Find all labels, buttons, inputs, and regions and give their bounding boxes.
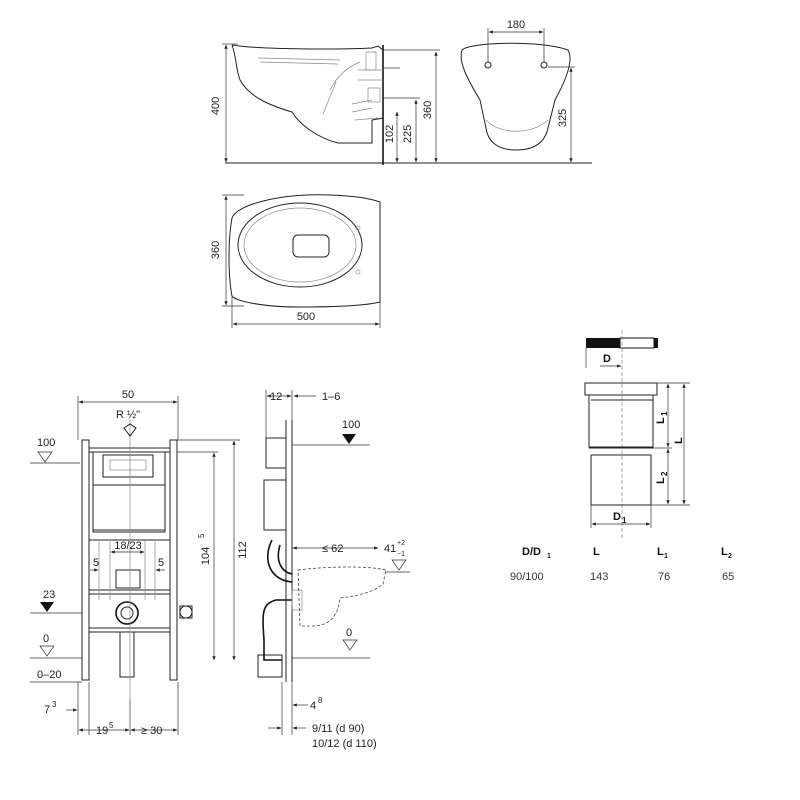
dim-5-left: 5	[93, 557, 99, 569]
frame-width-50: 50	[122, 389, 134, 401]
table-header-l: L	[593, 546, 600, 558]
dim-360-label: 360	[422, 101, 434, 119]
table-cell-l: 143	[590, 571, 608, 583]
label-L: L	[673, 437, 685, 444]
dim-400-label: 400	[210, 97, 222, 115]
pipe-fitting-drawing: D D 1 L 1 L 2 L	[584, 330, 690, 540]
dim-30-label: ≥ 30	[141, 725, 162, 737]
dim-12-label: 12	[270, 391, 282, 403]
level-100-label: 100	[37, 437, 55, 449]
installation-frame-side: 12 1–6 100 ≤ 62 41 +2 −1 0 4 8 9/11 (d 9…	[257, 390, 410, 750]
dim-4-superscript: 8	[318, 696, 323, 705]
side-level-100-label: 100	[342, 419, 360, 431]
label-L2: L	[655, 477, 667, 484]
table-cell-l2: 65	[722, 571, 734, 583]
range-0-20-label: 0–20	[37, 669, 61, 681]
dim-41-subscript: −1	[397, 551, 405, 558]
installation-frame-front: 50 R ½" 100 112 104 5 18/23 5 5 23 0 0–2…	[30, 389, 249, 737]
table-header-d-d1: D/D	[522, 546, 541, 558]
label-D1-sub: 1	[622, 516, 627, 525]
dim-5-right: 5	[158, 557, 164, 569]
spec-table: D/D 1 L L 1 L 2 90/100 143 76 65	[510, 546, 734, 583]
label-L2-sub: 2	[660, 471, 669, 476]
dim-62-label: ≤ 62	[322, 543, 343, 555]
level-0-label: 0	[43, 633, 49, 645]
toilet-front-view: 180 325	[460, 19, 575, 163]
spacing-18-23-label: 18/23	[114, 540, 142, 552]
dim-1-6-label: 1–6	[322, 391, 340, 403]
note-line-1: 9/11 (d 90)	[312, 723, 364, 735]
dim-102-label: 102	[384, 125, 396, 143]
label-L1-sub: 1	[660, 411, 669, 416]
level-23-label: 23	[43, 589, 55, 601]
dim-325-label: 325	[557, 109, 569, 127]
label-D: D	[603, 353, 611, 365]
label-L1: L	[655, 417, 667, 424]
height-104-label: 104	[200, 547, 212, 565]
supply-r-half-label: R ½"	[116, 409, 140, 421]
dim-500-label: 500	[297, 311, 315, 323]
dim-19-label: 19	[96, 725, 108, 737]
dim-7-label: 7	[44, 704, 50, 716]
dim-4-label: 4	[310, 700, 316, 712]
table-header-l1: L	[657, 546, 664, 558]
height-104-superscript: 5	[197, 533, 206, 538]
dim-19-superscript: 5	[109, 721, 114, 730]
dim-7-superscript: 3	[52, 700, 57, 709]
table-header-d-d1-sub: 1	[547, 553, 551, 560]
dim-180-label: 180	[507, 19, 525, 31]
toilet-top-view: 360 500	[210, 194, 381, 328]
note-line-2: 10/12 (d 110)	[312, 738, 377, 750]
table-cell-l1: 76	[658, 571, 670, 583]
height-112-label: 112	[237, 541, 249, 559]
table-header-l2-sub: 2	[728, 553, 732, 560]
dim-top-360-label: 360	[210, 241, 222, 259]
table-cell-d-d1: 90/100	[510, 571, 544, 583]
dim-225-label: 225	[402, 125, 414, 143]
toilet-side-view: 400 360 225 102	[210, 43, 592, 165]
dim-41-superscript: +2	[397, 540, 405, 547]
table-header-l1-sub: 1	[664, 553, 668, 560]
table-header-l2: L	[721, 546, 728, 558]
side-level-0-label: 0	[346, 627, 352, 639]
label-D1: D	[613, 511, 621, 523]
dim-41-label: 41	[384, 543, 396, 555]
